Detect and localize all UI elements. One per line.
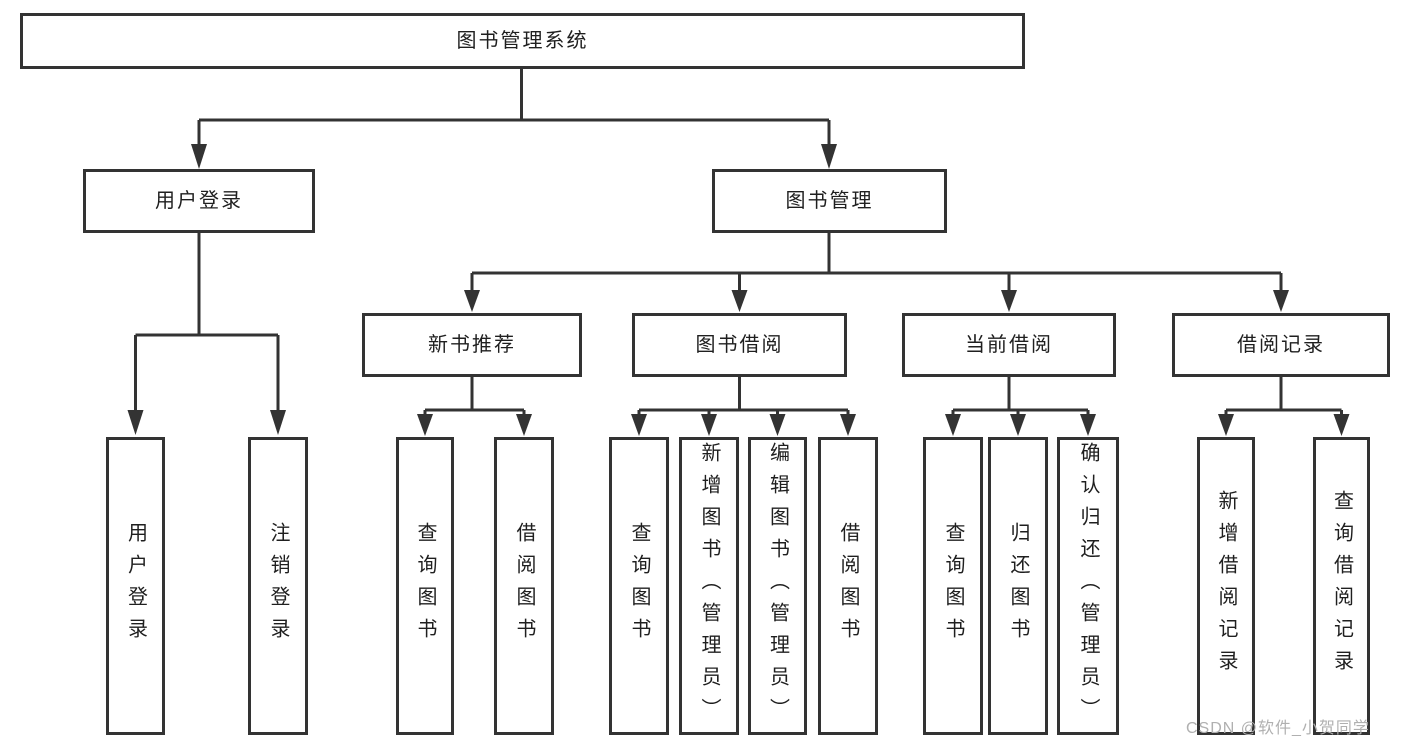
arrowhead [1001, 290, 1017, 312]
leaf-current-return-books: 归还图书 [988, 437, 1048, 735]
arrowhead [840, 414, 856, 436]
leaf-label: 归还图书 [1007, 522, 1029, 650]
leaf-borrow-query-books: 查询图书 [609, 437, 669, 735]
node-user-login: 用户登录 [83, 169, 315, 233]
leaf-label: 注销登录 [267, 522, 289, 650]
leaf-label: 新增借阅记录 [1215, 490, 1237, 682]
arrowhead [191, 144, 207, 169]
leaf-borrow-add-books-admin: 新增图书（管理员） [679, 437, 739, 735]
leaf-current-query-books: 查询图书 [923, 437, 983, 735]
leaf-newbook-query-books: 查询图书 [396, 437, 454, 735]
node-root: 图书管理系统 [20, 13, 1025, 69]
arrowhead [1333, 414, 1350, 436]
leaf-label: 查询借阅记录 [1330, 490, 1353, 682]
leaf-logout: 注销登录 [248, 437, 308, 735]
arrowhead [464, 290, 480, 312]
connector-book-management-children [464, 233, 1289, 312]
arrowhead [1218, 414, 1234, 436]
connector-borrow-records-children [1218, 377, 1350, 436]
leaf-label: 查询图书 [414, 522, 436, 650]
leaf-records-add-record: 新增借阅记录 [1197, 437, 1255, 735]
arrowhead [127, 410, 144, 435]
leaf-records-query-record: 查询借阅记录 [1313, 437, 1370, 735]
leaf-newbook-borrow-books: 借阅图书 [494, 437, 554, 735]
connector-new-book-recommend-children [417, 377, 532, 436]
arrowhead [1273, 290, 1289, 312]
connector-book-borrow-children [631, 377, 856, 436]
leaf-label: 新增图书（管理员） [698, 442, 720, 730]
leaf-user-login: 用户登录 [106, 437, 165, 735]
arrowhead [769, 414, 786, 436]
leaf-label: 编辑图书（管理员） [766, 442, 789, 730]
connector-current-borrow-children [945, 377, 1096, 436]
arrowhead [731, 290, 748, 312]
node-book-borrow: 图书借阅 [632, 313, 847, 377]
node-label: 图书管理 [785, 190, 874, 212]
leaf-label: 查询图书 [942, 522, 964, 650]
leaf-label: 查询图书 [628, 522, 650, 650]
arrowhead [945, 414, 961, 436]
leaf-label: 确认归还（管理员） [1077, 442, 1099, 730]
arrowhead [516, 414, 532, 436]
node-label: 用户登录 [155, 190, 243, 212]
node-book-management: 图书管理 [712, 169, 947, 233]
node-label: 图书借阅 [695, 334, 784, 356]
node-borrow-records: 借阅记录 [1172, 313, 1390, 377]
node-new-book-recommend: 新书推荐 [362, 313, 582, 377]
node-label: 新书推荐 [428, 334, 516, 356]
arrowhead [1080, 414, 1096, 436]
leaf-borrow-borrow-books: 借阅图书 [818, 437, 878, 735]
leaf-current-confirm-return-admin: 确认归还（管理员） [1057, 437, 1119, 735]
leaf-label: 用户登录 [124, 522, 147, 650]
connector-root-to-level2 [191, 69, 837, 169]
node-current-borrow: 当前借阅 [902, 313, 1116, 377]
arrowhead [270, 410, 286, 435]
leaf-label: 借阅图书 [837, 522, 859, 650]
node-label: 借阅记录 [1237, 334, 1325, 356]
arrowhead [631, 414, 647, 436]
node-root-label: 图书管理系统 [456, 30, 589, 52]
watermark: CSDN @软件_小贺同学 [1186, 720, 1370, 737]
arrowhead [1010, 414, 1026, 436]
leaf-label: 借阅图书 [513, 522, 535, 650]
arrowhead [821, 144, 837, 169]
arrowhead [417, 414, 433, 436]
arrowhead [701, 414, 717, 436]
node-label: 当前借阅 [965, 334, 1053, 356]
connector-user-login-children [127, 233, 286, 435]
leaf-borrow-edit-books-admin: 编辑图书（管理员） [748, 437, 807, 735]
